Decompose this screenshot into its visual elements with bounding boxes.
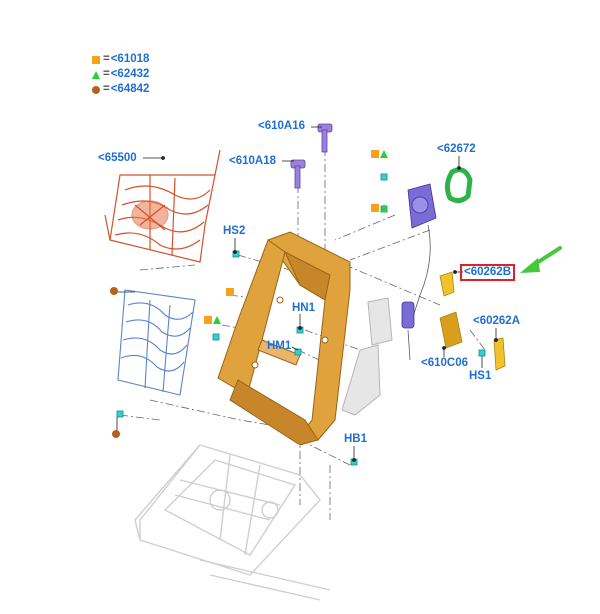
legend: = <61018 = <62432 = <64842 — [92, 52, 149, 97]
headrest-bolts — [290, 123, 333, 189]
square-marker — [226, 288, 234, 296]
triangle-icon — [92, 70, 100, 79]
part-label-hs2[interactable]: HS2 — [223, 225, 246, 237]
triangle-marker — [213, 316, 221, 324]
square-marker — [371, 150, 379, 158]
part-label-610A16[interactable]: <610A16 — [258, 120, 305, 132]
circle-icon — [92, 85, 100, 94]
part-label-hb1[interactable]: HB1 — [344, 433, 368, 445]
legend-row-triangle: = <62432 — [92, 67, 149, 82]
label-pointers — [116, 126, 498, 462]
legend-label: <64842 — [110, 83, 150, 95]
part-label-60262B-highlighted[interactable]: <60262B — [460, 264, 515, 281]
legend-equals: = — [103, 83, 110, 95]
recliner-handle — [444, 167, 473, 204]
triangle-marker — [380, 150, 388, 158]
legend-row-square: = <61018 — [92, 52, 149, 67]
lower-spring-mat — [117, 289, 196, 396]
recliner-mechanism — [401, 183, 437, 361]
brackets — [439, 271, 506, 371]
square-icon — [92, 55, 100, 64]
circle-marker — [112, 430, 120, 438]
part-label-hm1[interactable]: HM1 — [267, 340, 292, 352]
part-label-60262A[interactable]: <60262A — [473, 315, 520, 327]
legend-equals: = — [103, 68, 110, 80]
circle-marker — [110, 287, 118, 295]
part-label-610A18[interactable]: <610A18 — [229, 155, 276, 167]
part-label-65500[interactable]: <65500 — [98, 152, 137, 164]
seat-back-frame — [217, 231, 351, 446]
legend-label: <62432 — [110, 68, 150, 80]
foam-pads — [341, 297, 393, 416]
part-label-610C06[interactable]: <610C06 — [421, 357, 468, 369]
seat-base — [134, 444, 331, 601]
part-label-hn1[interactable]: HN1 — [292, 302, 316, 314]
upper-spring-mat — [104, 149, 221, 263]
square-marker — [204, 316, 212, 324]
legend-label: <61018 — [110, 53, 150, 65]
highlight-arrow-icon — [520, 246, 562, 273]
part-label-62672[interactable]: <62672 — [437, 143, 476, 155]
part-label-hs1[interactable]: HS1 — [469, 370, 492, 382]
legend-equals: = — [103, 53, 110, 65]
triangle-marker — [380, 204, 388, 212]
square-marker — [371, 204, 379, 212]
legend-row-circle: = <64842 — [92, 82, 149, 97]
part-markers — [110, 150, 388, 438]
